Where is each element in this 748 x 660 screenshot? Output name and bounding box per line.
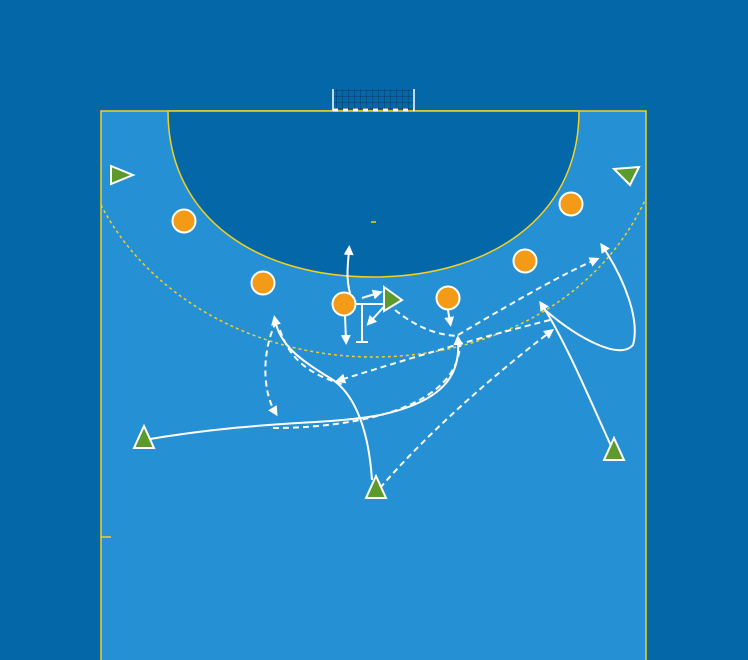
defender[interactable] bbox=[171, 208, 197, 234]
arrow-run bbox=[539, 300, 613, 449]
arrow-pass bbox=[335, 319, 551, 384]
attacker[interactable] bbox=[364, 473, 388, 499]
attackers bbox=[110, 164, 641, 499]
arrow-run bbox=[143, 335, 464, 441]
defender[interactable] bbox=[512, 248, 538, 274]
arrow-pass bbox=[264, 321, 278, 417]
arrow-pass bbox=[272, 339, 462, 429]
defender[interactable] bbox=[435, 285, 461, 311]
goal-area bbox=[167, 110, 580, 278]
arrow-run bbox=[444, 309, 455, 327]
defenders bbox=[171, 191, 584, 317]
arrow-run bbox=[361, 289, 383, 300]
arrow-pass bbox=[279, 329, 346, 386]
arrow-pass bbox=[379, 328, 554, 489]
attacker[interactable] bbox=[110, 164, 136, 186]
arrow-run bbox=[340, 314, 351, 345]
defender[interactable] bbox=[558, 191, 584, 217]
attacker[interactable] bbox=[611, 165, 641, 187]
attacker[interactable] bbox=[132, 423, 156, 449]
goal bbox=[332, 89, 415, 112]
attacker[interactable] bbox=[383, 285, 404, 313]
arrow-run bbox=[544, 242, 636, 351]
screen-block bbox=[356, 303, 388, 343]
arrow-pass bbox=[457, 257, 600, 336]
defender[interactable] bbox=[250, 270, 276, 296]
attacker[interactable] bbox=[602, 435, 626, 461]
arrow-pass bbox=[394, 309, 459, 337]
defender[interactable] bbox=[331, 291, 357, 317]
